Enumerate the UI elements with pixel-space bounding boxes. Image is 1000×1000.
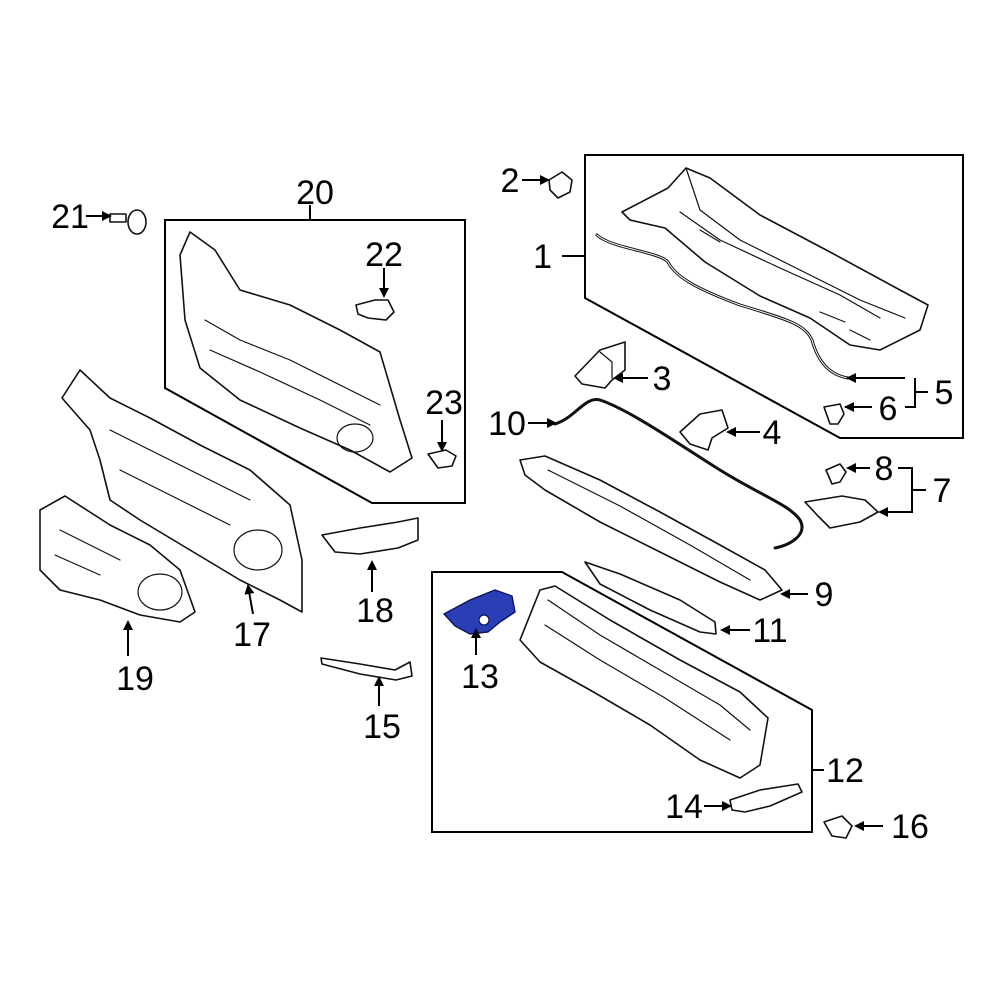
part-18-bracket[interactable] (321, 517, 419, 555)
callout-3: 3 (653, 360, 672, 398)
part-23-clip[interactable] (427, 449, 457, 469)
group-box-1 (584, 154, 964, 439)
callout-20: 20 (296, 174, 334, 212)
part-15-brace[interactable] (320, 657, 413, 681)
callout-14: 14 (665, 788, 703, 826)
callout-15: 15 (363, 708, 401, 746)
callout-7: 7 (933, 472, 952, 510)
callout-6: 6 (879, 390, 898, 428)
part-12-cowl-assembly[interactable] (519, 585, 769, 779)
callout-21: 21 (51, 198, 89, 236)
callout-11: 11 (752, 612, 787, 650)
part-8-clip[interactable] (825, 463, 847, 485)
callout-19: 19 (116, 660, 154, 698)
part-11-reinforcement[interactable] (584, 561, 717, 635)
callout-9: 9 (815, 576, 834, 614)
callout-23: 23 (425, 384, 463, 422)
callout-18: 18 (356, 592, 394, 630)
part-2-screw[interactable] (548, 171, 573, 199)
part-17-dash-panel[interactable] (61, 369, 303, 613)
callout-5: 5 (935, 374, 954, 412)
callout-17: 17 (233, 616, 271, 654)
callout-1: 1 (533, 238, 552, 276)
part-7-bracket[interactable] (804, 495, 879, 529)
part-20-insulator-panel[interactable] (179, 231, 413, 473)
callout-10: 10 (488, 405, 526, 443)
part-13-highlighted[interactable] (442, 589, 516, 635)
part-9-cowl-panel[interactable] (519, 455, 783, 601)
part-3-bracket[interactable] (574, 341, 626, 389)
part-14-bracket[interactable] (729, 783, 803, 813)
part-6-clip[interactable] (823, 403, 845, 425)
callout-8: 8 (875, 450, 894, 488)
callout-2: 2 (501, 162, 520, 200)
callout-16: 16 (891, 808, 929, 846)
part-1-cowl-top-panel[interactable] (621, 167, 929, 351)
callout-4: 4 (763, 414, 782, 452)
part-21-bolt[interactable] (109, 209, 147, 235)
part-4-bracket[interactable] (679, 409, 729, 451)
part-10-cable[interactable] (553, 398, 804, 550)
part-22-clip[interactable] (355, 299, 395, 321)
callout-22: 22 (365, 236, 403, 274)
callout-13: 13 (461, 658, 499, 696)
part-19-insulator[interactable] (39, 495, 196, 623)
group-box-20 (164, 219, 466, 504)
part-16-clip[interactable] (823, 815, 853, 839)
callout-12: 12 (826, 752, 864, 790)
leader-17 (244, 584, 255, 615)
